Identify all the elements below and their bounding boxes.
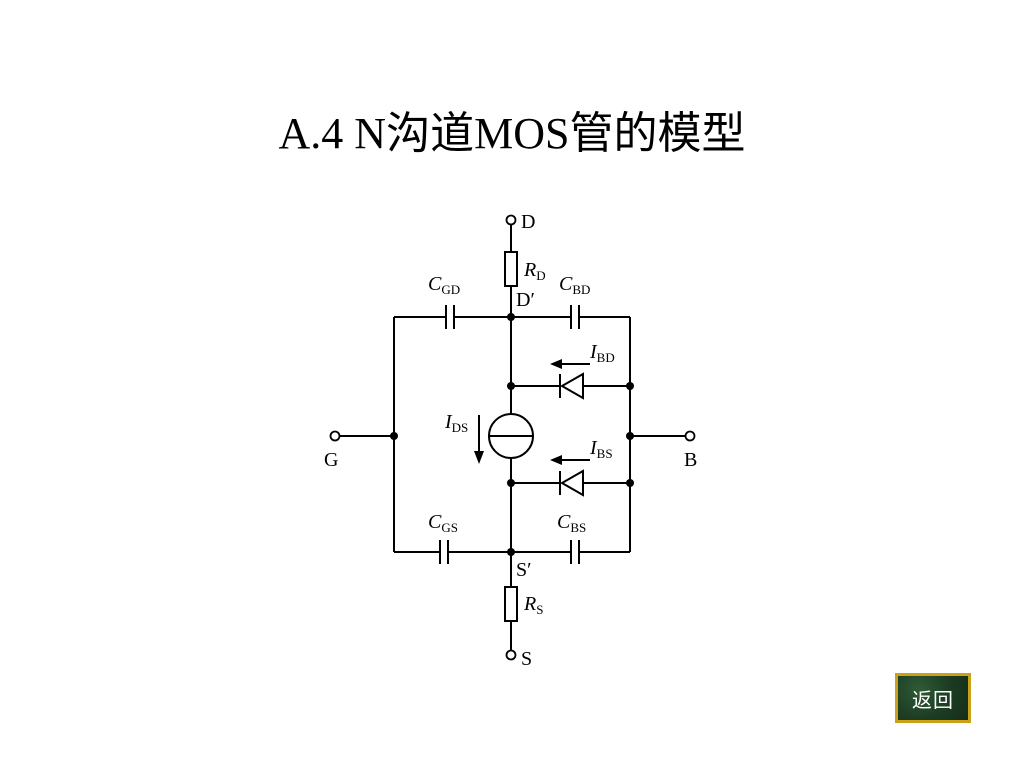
- label-ibd: IBD: [589, 341, 615, 365]
- back-button[interactable]: 返回: [895, 673, 971, 723]
- diode-dbd: [559, 372, 584, 400]
- label-sprime: S′: [516, 559, 532, 581]
- terminal-d: [505, 214, 517, 226]
- label-ibs: IBS: [589, 437, 613, 461]
- label-rs: RS: [523, 593, 543, 617]
- junction-bulk: [626, 432, 634, 440]
- label-cgs: CGS: [428, 511, 458, 535]
- terminal-s: [505, 649, 517, 661]
- diode-dbs: [559, 469, 584, 497]
- junction-sprime: [507, 548, 515, 556]
- junction-dbs-center: [507, 479, 515, 487]
- label-b: B: [684, 449, 697, 471]
- arrow-ibs-head: [550, 455, 562, 465]
- arrow-ibd-head: [550, 359, 562, 369]
- junction-dbd-right: [626, 382, 634, 390]
- label-s: S: [521, 648, 532, 670]
- terminal-g: [329, 430, 341, 442]
- resistor-rd: [504, 251, 518, 287]
- label-cbd: CBD: [559, 273, 590, 297]
- junction-gate: [390, 432, 398, 440]
- junction-dprime: [507, 313, 515, 321]
- label-dprime: D′: [516, 289, 535, 311]
- label-d: D: [521, 211, 535, 233]
- label-g: G: [324, 449, 338, 471]
- label-cbs: CBS: [557, 511, 586, 535]
- terminal-b: [684, 430, 696, 442]
- arrow-ids-head: [474, 451, 484, 464]
- junction-dbd-center: [507, 382, 515, 390]
- label-cgd: CGD: [428, 273, 460, 297]
- label-rd: RD: [523, 259, 546, 283]
- junction-dbs-right: [626, 479, 634, 487]
- resistor-rs: [504, 586, 518, 622]
- page-title: A.4 N沟道MOS管的模型: [278, 109, 746, 158]
- label-ids: IDS: [444, 411, 468, 435]
